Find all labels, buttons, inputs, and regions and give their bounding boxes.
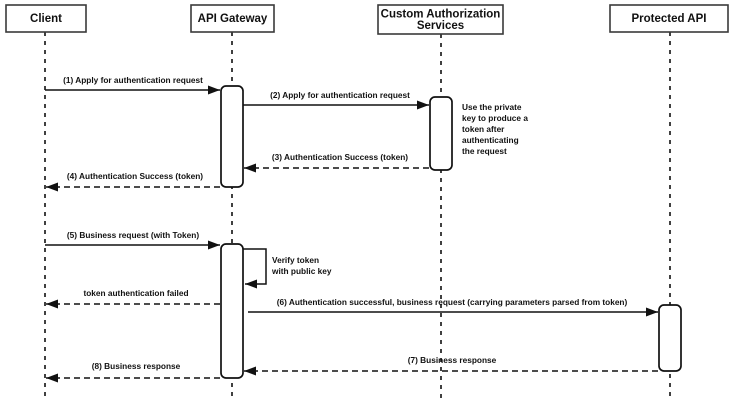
message-msg-7[interactable]: (7) Business response [244,355,658,376]
self-message-label-line2-self-verify-token: with public key [271,266,332,276]
message-label-msg-7: (7) Business response [408,355,497,365]
message-msg-2[interactable]: (2) Apply for authentication request [243,90,429,110]
message-label-msg-5: (5) Business request (with Token) [67,230,199,240]
message-label-msg-token-failed: token authentication failed [83,288,188,298]
participant-box-rect-api-gateway [190,4,275,33]
note-private-key-line-5: the request [462,146,507,156]
gateway-business-activation[interactable] [220,243,244,379]
message-msg-3[interactable]: (3) Authentication Success (token) [244,152,429,173]
participant-box-rect-client [5,4,87,33]
participant-box-api-gateway[interactable]: API Gateway [190,4,275,33]
message-msg-1[interactable]: (1) Apply for authentication request [45,75,220,95]
message-label-msg-6: (6) Authentication successful, business … [277,297,628,307]
note-private-key-line-1: Use the private [462,102,522,112]
self-message-path-self-verify-token [243,248,267,289]
participant-label-protected-api: Protected API [632,13,707,25]
protected-api-activation[interactable] [658,304,682,372]
message-msg-token-failed[interactable]: token authentication failed [46,288,220,309]
note-private-key-line-2: key to produce a [462,113,528,123]
message-label-msg-1: (1) Apply for authentication request [63,75,203,85]
self-message-label-line1-self-verify-token: Verify token [272,255,319,265]
messages-layer: (1) Apply for authentication request (2) … [45,75,658,383]
message-msg-8[interactable]: (8) Business response [46,361,220,383]
participant-box-rect-protected-api [609,4,729,33]
message-label-msg-4: (4) Authentication Success (token) [67,171,203,181]
participant-label-api-gateway: API Gateway [198,13,268,25]
participant-box-protected-api[interactable]: Protected API [609,4,729,33]
message-msg-6[interactable]: (6) Authentication successful, business … [248,297,658,317]
note-private-key-line-4: authenticating [462,135,519,145]
participant-box-rect-custom-authorization-services [377,4,504,35]
gateway-auth-activation[interactable] [220,85,244,188]
message-label-msg-2: (2) Apply for authentication request [270,90,410,100]
activations-layer [220,85,682,379]
participant-label-custom-authorization-services: Custom Authorization [381,8,501,20]
message-label-msg-8: (8) Business response [92,361,181,371]
message-msg-4[interactable]: (4) Authentication Success (token) [46,171,220,192]
message-label-msg-3: (3) Authentication Success (token) [272,152,408,162]
participant-boxes-layer: Client API Gateway Custom AuthorizationSer… [5,4,729,35]
participant-box-client[interactable]: Client [5,4,87,33]
lifelines-layer [44,32,671,399]
participant-label-line2-custom-authorization-services: Services [417,20,464,32]
participant-label-client: Client [30,13,62,25]
note-private-key-line-3: token after [462,124,505,134]
authserver-activation[interactable] [429,96,453,171]
message-msg-5[interactable]: (5) Business request (with Token) [45,230,220,250]
